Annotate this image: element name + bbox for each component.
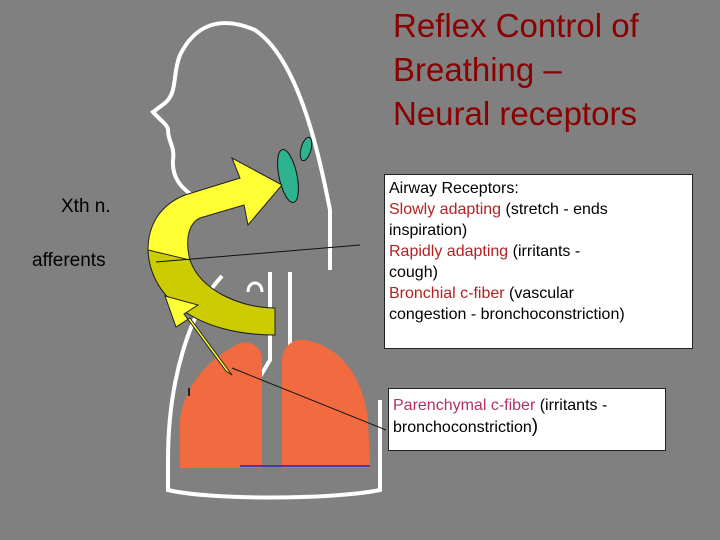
afferents-pointer-line <box>155 244 361 263</box>
afferents-label: afferents <box>32 250 106 271</box>
airway-receptors-box: Airway Receptors: Slowly adapting (stret… <box>384 174 693 349</box>
parenchymal-cfiber-desc2: bronchoconstriction <box>393 419 532 436</box>
head-outline <box>150 21 332 212</box>
parenchymal-box: Parenchymal c-fiber (irritants - broncho… <box>388 388 666 451</box>
parenchymal-cfiber-desc: (irritants - <box>535 397 608 414</box>
left-lung <box>180 342 262 468</box>
parenchymal-close-paren: ) <box>531 416 539 437</box>
slide-title: Reflex Control of Breathing – Neural rec… <box>393 7 639 132</box>
lung-afferent-arrow <box>164 295 233 376</box>
slow-adapting-name: Slowly adapting <box>389 201 502 218</box>
rapid-adapting-desc2: cough) <box>389 264 438 281</box>
bronchial-cfiber-name: Bronchial c-fiber <box>389 285 505 302</box>
slow-adapting-desc: (stretch - ends <box>501 201 608 218</box>
airway-heading: Airway Receptors: <box>389 180 519 197</box>
rapid-adapting-desc: (irritants - <box>508 243 581 260</box>
esophagus <box>246 281 264 293</box>
slow-adapting-desc2: inspiration) <box>389 222 468 239</box>
parenchymal-cfiber-name: Parenchymal c-fiber <box>393 397 536 414</box>
lung-base-line <box>240 465 370 467</box>
nerve-label: Xth n. <box>61 196 111 217</box>
bronchial-pointer-line <box>231 367 387 431</box>
brainstem-shape <box>277 149 299 203</box>
bronchial-cfiber-desc: (vascular <box>504 285 574 302</box>
cerebellum-shape <box>299 136 313 162</box>
torso-outline <box>166 274 382 500</box>
afferent-curve-shade <box>147 249 276 336</box>
right-lung <box>282 339 370 468</box>
bronchial-cfiber-desc2: congestion - bronchoconstriction) <box>389 306 625 323</box>
rapid-adapting-name: Rapidly adapting <box>389 243 509 260</box>
